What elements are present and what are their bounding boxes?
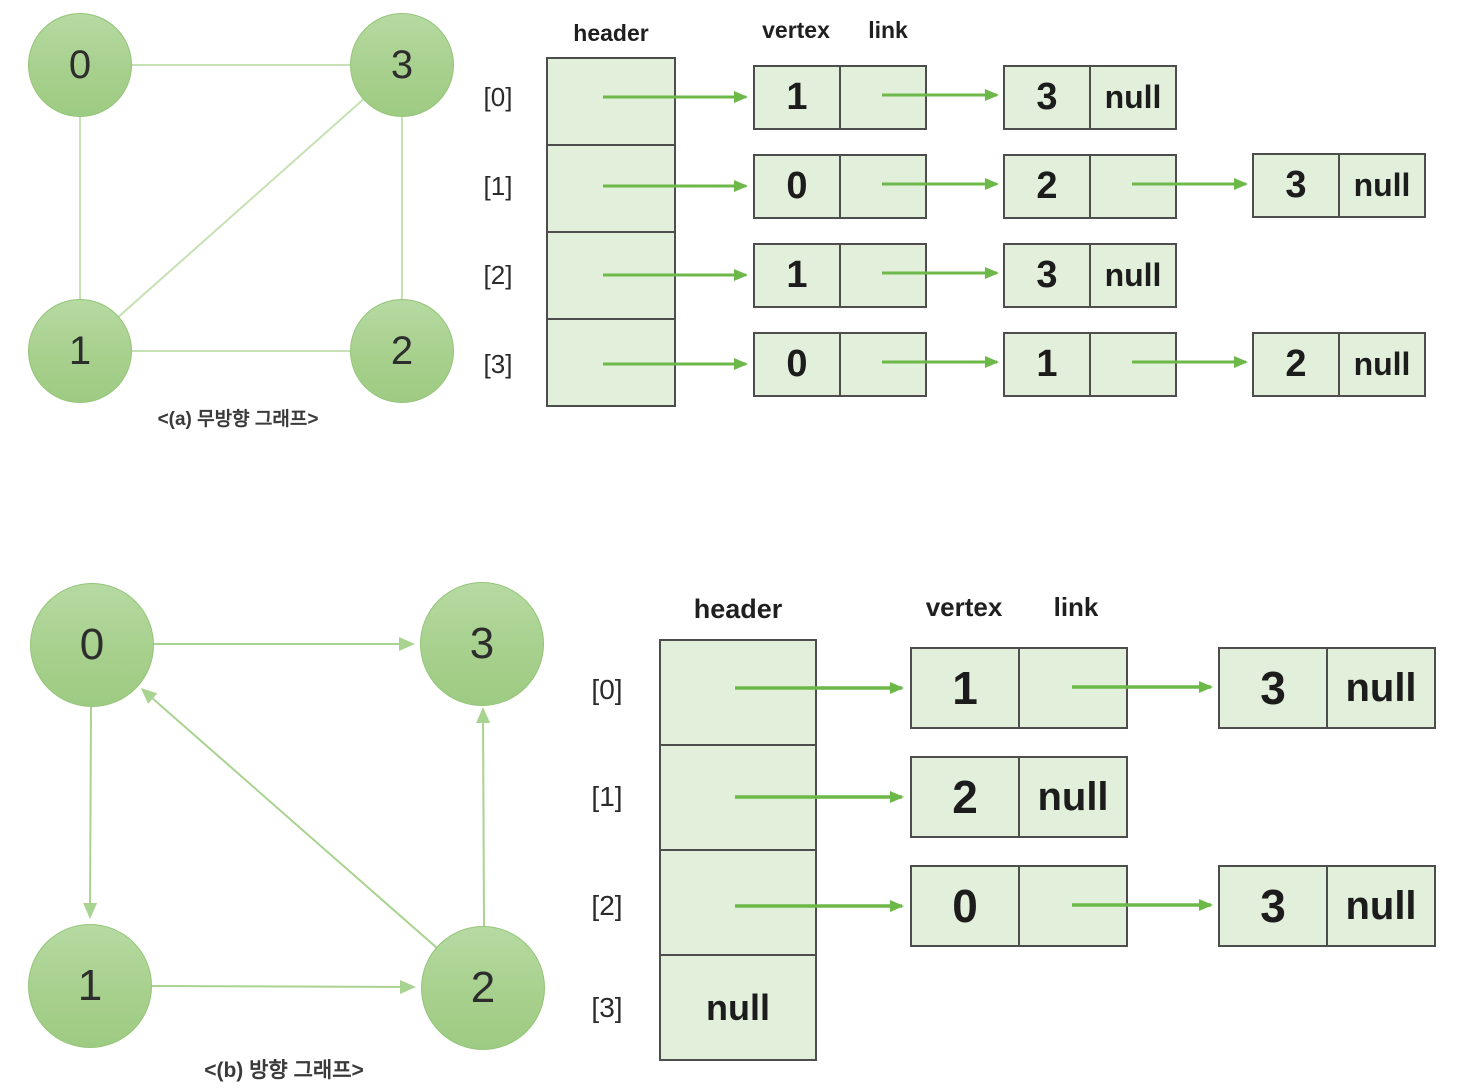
list-a-index-1: [1] bbox=[483, 171, 513, 201]
link-cell: null bbox=[1338, 334, 1424, 395]
list-node: 3 null bbox=[1003, 243, 1177, 308]
list-node: 2 bbox=[1003, 154, 1177, 219]
link-cell bbox=[839, 245, 925, 306]
header-cell bbox=[548, 59, 674, 144]
link-cell: null bbox=[1338, 155, 1424, 216]
graph-a-node-0: 0 bbox=[28, 13, 132, 117]
header-cell bbox=[661, 744, 815, 849]
link-cell bbox=[1089, 334, 1175, 395]
link-cell: null bbox=[1326, 649, 1434, 727]
header-cell bbox=[548, 318, 674, 405]
edge-a-1-3 bbox=[79, 64, 403, 352]
graph-a-node-3: 3 bbox=[350, 13, 454, 117]
graph-b-node-1: 1 bbox=[28, 924, 152, 1048]
edge-b-2-3 bbox=[476, 707, 491, 927]
list-node: 1 bbox=[753, 65, 927, 130]
vertex-cell: 3 bbox=[1036, 254, 1058, 296]
list-a-header-label: header bbox=[573, 20, 649, 46]
list-b-index-2: [2] bbox=[591, 890, 623, 921]
vertex-cell: 3 bbox=[1260, 662, 1286, 714]
vertex-cell: 3 bbox=[1260, 880, 1286, 932]
list-a-link-label: link bbox=[868, 17, 908, 43]
list-a-header-column bbox=[546, 57, 676, 407]
list-node: 3 null bbox=[1252, 153, 1426, 218]
list-node: 2 null bbox=[910, 756, 1128, 838]
link-cell bbox=[839, 156, 925, 217]
list-node: 2 null bbox=[1252, 332, 1426, 397]
list-b-index-1: [1] bbox=[591, 781, 623, 812]
header-cell bbox=[661, 641, 815, 744]
list-b-header-column: null bbox=[659, 639, 817, 1061]
link-cell: null bbox=[1326, 867, 1434, 945]
graph-b-node-3: 3 bbox=[420, 582, 544, 706]
list-a-arrows bbox=[603, 89, 1248, 370]
list-a-index-2: [2] bbox=[483, 260, 513, 290]
header-cell bbox=[548, 231, 674, 318]
list-node: 1 bbox=[1003, 332, 1177, 397]
link-cell bbox=[1089, 156, 1175, 217]
header-cell bbox=[661, 849, 815, 954]
graph-b-edges bbox=[83, 637, 491, 994]
list-node: 1 bbox=[910, 647, 1128, 729]
list-node: 1 bbox=[753, 243, 927, 308]
edge-b-0-1 bbox=[83, 706, 98, 919]
link-cell: null bbox=[1089, 245, 1175, 306]
list-node: 3 null bbox=[1218, 647, 1436, 729]
link-cell: null bbox=[1018, 758, 1126, 836]
vertex-cell: 0 bbox=[786, 343, 808, 385]
header-cell bbox=[548, 144, 674, 231]
list-node: 0 bbox=[753, 154, 927, 219]
graph-a-node-1: 1 bbox=[28, 299, 132, 403]
list-b-link-label: link bbox=[1053, 592, 1099, 622]
list-a-index-3: [3] bbox=[483, 349, 513, 379]
list-node: 0 bbox=[753, 332, 927, 397]
list-node: 3 null bbox=[1003, 65, 1177, 130]
list-b-index-3: [3] bbox=[591, 992, 623, 1023]
edge-b-1-2 bbox=[151, 979, 416, 994]
list-b-vertex-label: vertex bbox=[925, 592, 1003, 622]
vertex-cell: 1 bbox=[952, 662, 978, 714]
vertex-cell: 1 bbox=[786, 254, 808, 296]
list-a-index-0: [0] bbox=[483, 82, 513, 112]
vertex-cell: 2 bbox=[1036, 165, 1058, 207]
list-node: 3 null bbox=[1218, 865, 1436, 947]
vertex-cell: 1 bbox=[786, 76, 808, 118]
graph-b-node-0: 0 bbox=[30, 583, 154, 707]
list-b-index-0: [0] bbox=[591, 674, 623, 705]
link-cell bbox=[839, 334, 925, 395]
vertex-cell: 0 bbox=[786, 165, 808, 207]
link-cell bbox=[839, 67, 925, 128]
vertex-cell: 2 bbox=[1285, 343, 1307, 385]
graph-a-caption: <(a) 무방향 그래프> bbox=[157, 409, 319, 430]
link-cell: null bbox=[1089, 67, 1175, 128]
vertex-cell: 2 bbox=[952, 771, 978, 823]
vertex-cell: 0 bbox=[952, 880, 978, 932]
link-cell bbox=[1018, 649, 1126, 727]
list-a-vertex-label: vertex bbox=[762, 17, 830, 43]
vertex-cell: 3 bbox=[1036, 76, 1058, 118]
header-cell: null bbox=[661, 954, 815, 1059]
link-cell bbox=[1018, 867, 1126, 945]
list-b-header-label: header bbox=[693, 594, 783, 624]
graph-a-edges bbox=[79, 64, 403, 352]
graph-a-node-2: 2 bbox=[350, 299, 454, 403]
edge-b-2-0 bbox=[140, 688, 438, 949]
vertex-cell: 1 bbox=[1036, 343, 1058, 385]
list-node: 0 bbox=[910, 865, 1128, 947]
vertex-cell: 3 bbox=[1285, 164, 1307, 206]
graph-b-caption: <(b) 방향 그래프> bbox=[204, 1059, 364, 1082]
graph-b-node-2: 2 bbox=[421, 926, 545, 1050]
